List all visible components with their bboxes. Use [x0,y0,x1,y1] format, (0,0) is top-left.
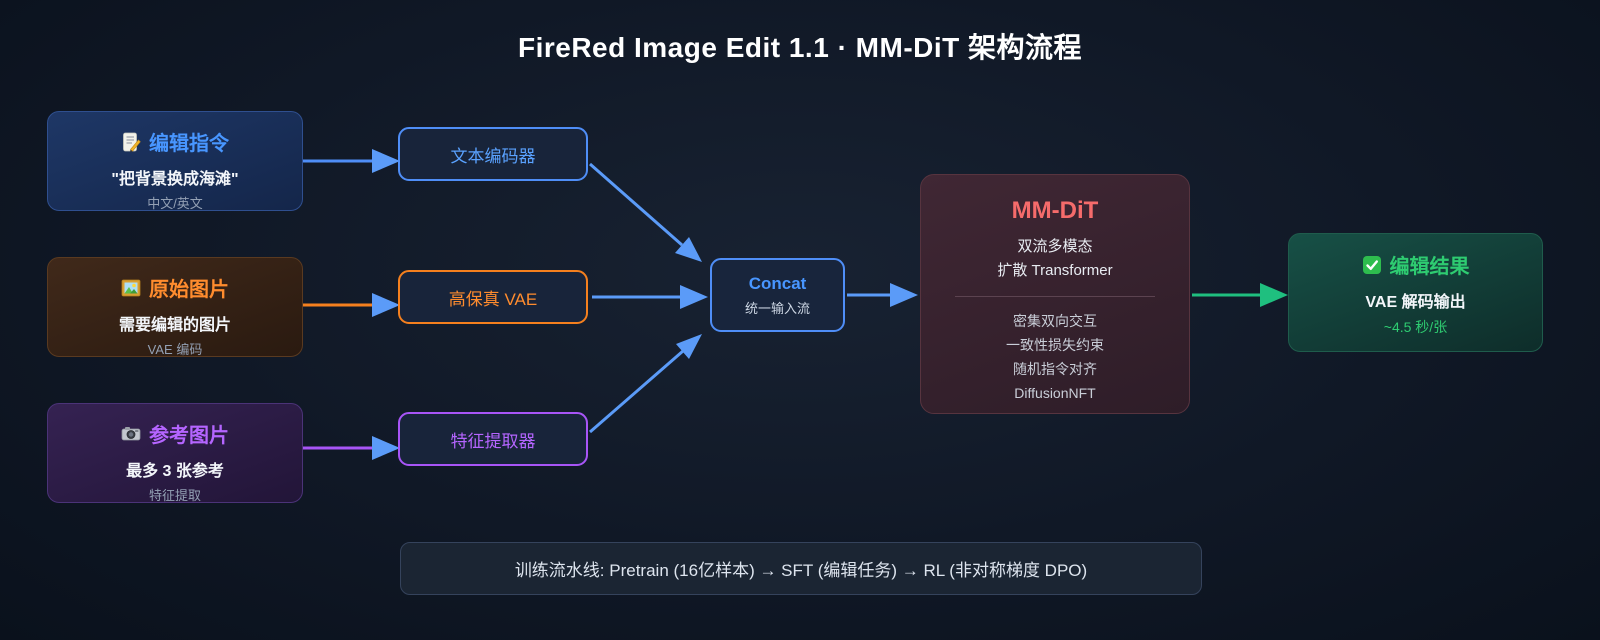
training-pipeline-bar: 训练流水线: Pretrain (16亿样本) → SFT (编辑任务) → R… [400,542,1202,595]
input-card-main-text: 最多 3 张参考 [126,463,224,480]
mmdit-subtitle-line1: 双流多模态 [1017,238,1093,255]
arrow-reference-to-extractor [303,436,400,460]
node-feature-extractor: 特征提取器 [398,412,588,466]
concat-title: Concat [748,273,807,293]
memo-icon [121,132,141,152]
mmdit-feature: DiffusionNFT [1014,385,1096,401]
input-card-edit-instruction: 编辑指令 "把背景换成海滩" 中文/英文 [47,111,303,211]
input-card-main-text: 需要编辑的图片 [118,317,231,334]
node-vae: 高保真 VAE [398,270,588,324]
arrow-image-to-vae [303,293,400,317]
mmdit-feature: 密集双向交互 [1013,313,1097,329]
node-mmdit: MM-DiT 双流多模态 扩散 Transformer 密集双向交互 一致性损失… [920,174,1190,414]
output-main-text: VAE 解码输出 [1365,294,1466,311]
input-card-title: 编辑指令 [149,133,229,155]
output-speed-text: ~4.5 秒/张 [1383,319,1448,335]
arrow-extractor-to-concat [589,334,702,434]
mmdit-feature: 一致性损失约束 [1006,337,1104,353]
input-card-sub-text: VAE 编码 [147,342,203,357]
arrow-concat-to-mmdit [847,283,918,307]
node-label: 特征提取器 [450,431,536,451]
check-icon [1362,255,1382,275]
concat-subtitle: 统一输入流 [744,300,810,316]
input-card-sub-text: 中文/英文 [147,196,203,211]
arrow-vae-to-concat [592,285,708,309]
input-card-original-image: 原始图片 需要编辑的图片 VAE 编码 [47,257,303,357]
input-card-title-row: 编辑指令 [48,127,302,156]
output-card-title-row: 编辑结果 [1289,250,1542,279]
input-card-sub-text: 特征提取 [148,488,201,503]
input-card-title: 原始图片 [149,279,229,301]
input-card-title-row: 原始图片 [48,273,302,302]
camera-icon [121,424,141,444]
arrow-mmdit-to-output [1192,283,1288,307]
node-text-encoder: 文本编码器 [398,127,588,181]
node-concat: Concat 统一输入流 [710,258,845,332]
node-label: 文本编码器 [450,146,536,166]
output-card-title: 编辑结果 [1389,256,1470,278]
input-card-main-text: "把背景换成海滩" [111,171,239,188]
input-card-title: 参考图片 [149,425,229,447]
training-pipeline-text: 训练流水线: Pretrain (16亿样本) → SFT (编辑任务) → R… [514,561,1088,580]
picture-icon [121,278,141,298]
mmdit-feature: 随机指令对齐 [1013,361,1097,377]
mmdit-title: MM-DiT [1011,197,1099,224]
mmdit-divider [955,296,1155,297]
mmdit-subtitle: 双流多模态 扩散 Transformer [921,235,1189,283]
node-label: 高保真 VAE [448,289,538,309]
arrow-instruction-to-text-encoder [303,149,400,173]
mmdit-subtitle-line2: 扩散 Transformer [997,262,1113,279]
page-title: FireRed Image Edit 1.1 · MM-DiT 架构流程 [517,32,1083,63]
input-card-reference-image: 参考图片 最多 3 张参考 特征提取 [47,403,303,503]
arrow-text-encoder-to-concat [589,162,702,262]
input-card-title-row: 参考图片 [48,419,302,448]
output-card-result: 编辑结果 VAE 解码输出 ~4.5 秒/张 [1288,233,1543,352]
